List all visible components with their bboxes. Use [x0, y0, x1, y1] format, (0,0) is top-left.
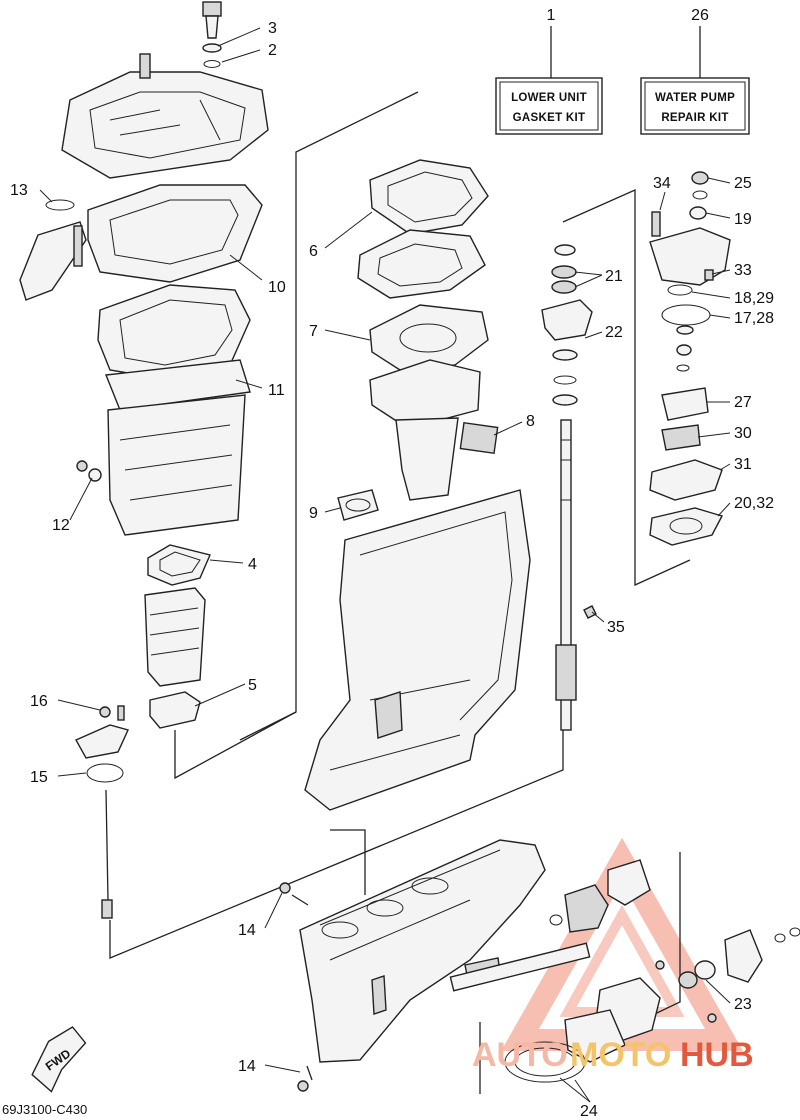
leader-lines	[39, 27, 731, 1103]
kit-lower-unit-line1: LOWER UNIT	[511, 92, 587, 104]
propeller-shaft-parts	[449, 859, 800, 1083]
o-ring-part-15	[86, 763, 124, 783]
callout-20-32: 20,32	[734, 495, 774, 512]
callout-3: 3	[268, 20, 277, 37]
water-pump-repair-kit-box: 26 WATER PUMP REPAIR KIT	[640, 7, 750, 135]
callout-5: 5	[248, 677, 257, 694]
callout-6: 6	[309, 243, 318, 260]
fwd-arrow-icon: FWD	[31, 1026, 87, 1093]
drive-shaft-stack	[541, 244, 593, 731]
callout-18-29: 18,29	[734, 290, 774, 307]
tube-part-5	[144, 587, 206, 729]
callout-8: 8	[526, 413, 535, 430]
callout-16: 16	[30, 693, 48, 710]
callout-33: 33	[734, 262, 752, 279]
callout-12: 12	[52, 517, 70, 534]
plate-part	[357, 229, 486, 299]
grouping-lines	[109, 91, 691, 1094]
bolt-part-14-lower	[297, 1065, 313, 1092]
kit-water-pump-line1: WATER PUMP	[655, 92, 735, 104]
gasket-part-7	[369, 304, 489, 371]
kit-lower-unit-number: 1	[547, 7, 556, 24]
callout-34: 34	[653, 175, 671, 192]
callout-2: 2	[268, 42, 277, 59]
callout-14-lower: 14	[238, 1058, 256, 1075]
callout-7: 7	[309, 323, 318, 340]
callout-31: 31	[734, 456, 752, 473]
middle-housing-part	[97, 284, 251, 536]
callout-21: 21	[605, 268, 623, 285]
water-pump-stack	[649, 171, 731, 546]
callout-30: 30	[734, 425, 752, 442]
bolt-part-12	[76, 460, 102, 482]
callout-10: 10	[268, 279, 286, 296]
kit-water-pump-number: 26	[691, 7, 709, 24]
pipe-part-13	[19, 199, 87, 301]
watermark-part1: AUTO	[472, 1036, 568, 1074]
callout-4: 4	[248, 556, 257, 573]
callout-labels: 3 2 13 10 6 7 11 8 9 12 4 5 16 15 21 22 …	[10, 20, 774, 1120]
bolt-part-14-upper	[279, 882, 309, 906]
callout-15: 15	[30, 769, 48, 786]
lower-unit-gasket-kit-box: 1 LOWER UNIT GASKET KIT	[495, 7, 603, 135]
callout-9: 9	[309, 505, 318, 522]
seal-part-9	[337, 489, 379, 521]
pin-part-35	[583, 605, 597, 619]
callout-23: 23	[734, 996, 752, 1013]
callout-11: 11	[268, 382, 285, 399]
bracket-part-16	[75, 705, 129, 759]
upper-casing-part	[61, 53, 269, 179]
callout-19: 19	[734, 211, 752, 228]
callout-24: 24	[580, 1103, 598, 1120]
watermark-text: AUTO MOTO HUB	[472, 1036, 754, 1074]
gasket-part-6	[369, 159, 489, 235]
callout-27: 27	[734, 394, 752, 411]
gear-case-part	[299, 839, 546, 1063]
damper-part-8	[459, 421, 499, 455]
diagram-code: 69J3100-C430	[2, 1102, 87, 1117]
drain-plug-part	[202, 1, 222, 68]
kit-water-pump-line2: REPAIR KIT	[661, 112, 728, 124]
lower-casing-part	[304, 489, 531, 811]
shift-rod-part	[101, 789, 113, 919]
callout-14-upper: 14	[238, 922, 256, 939]
gasket-part-10	[87, 184, 263, 283]
watermark-part3: HUB	[680, 1036, 754, 1074]
callout-25: 25	[734, 175, 752, 192]
callout-22: 22	[605, 324, 623, 341]
callout-13: 13	[10, 182, 28, 199]
gasket-part-4	[147, 544, 211, 586]
watermark-part2: MOTO	[570, 1036, 671, 1074]
callout-17-28: 17,28	[734, 310, 774, 327]
kit-lower-unit-line2: GASKET KIT	[513, 112, 586, 124]
callout-35: 35	[607, 619, 625, 636]
upper-housing-part	[369, 359, 481, 501]
